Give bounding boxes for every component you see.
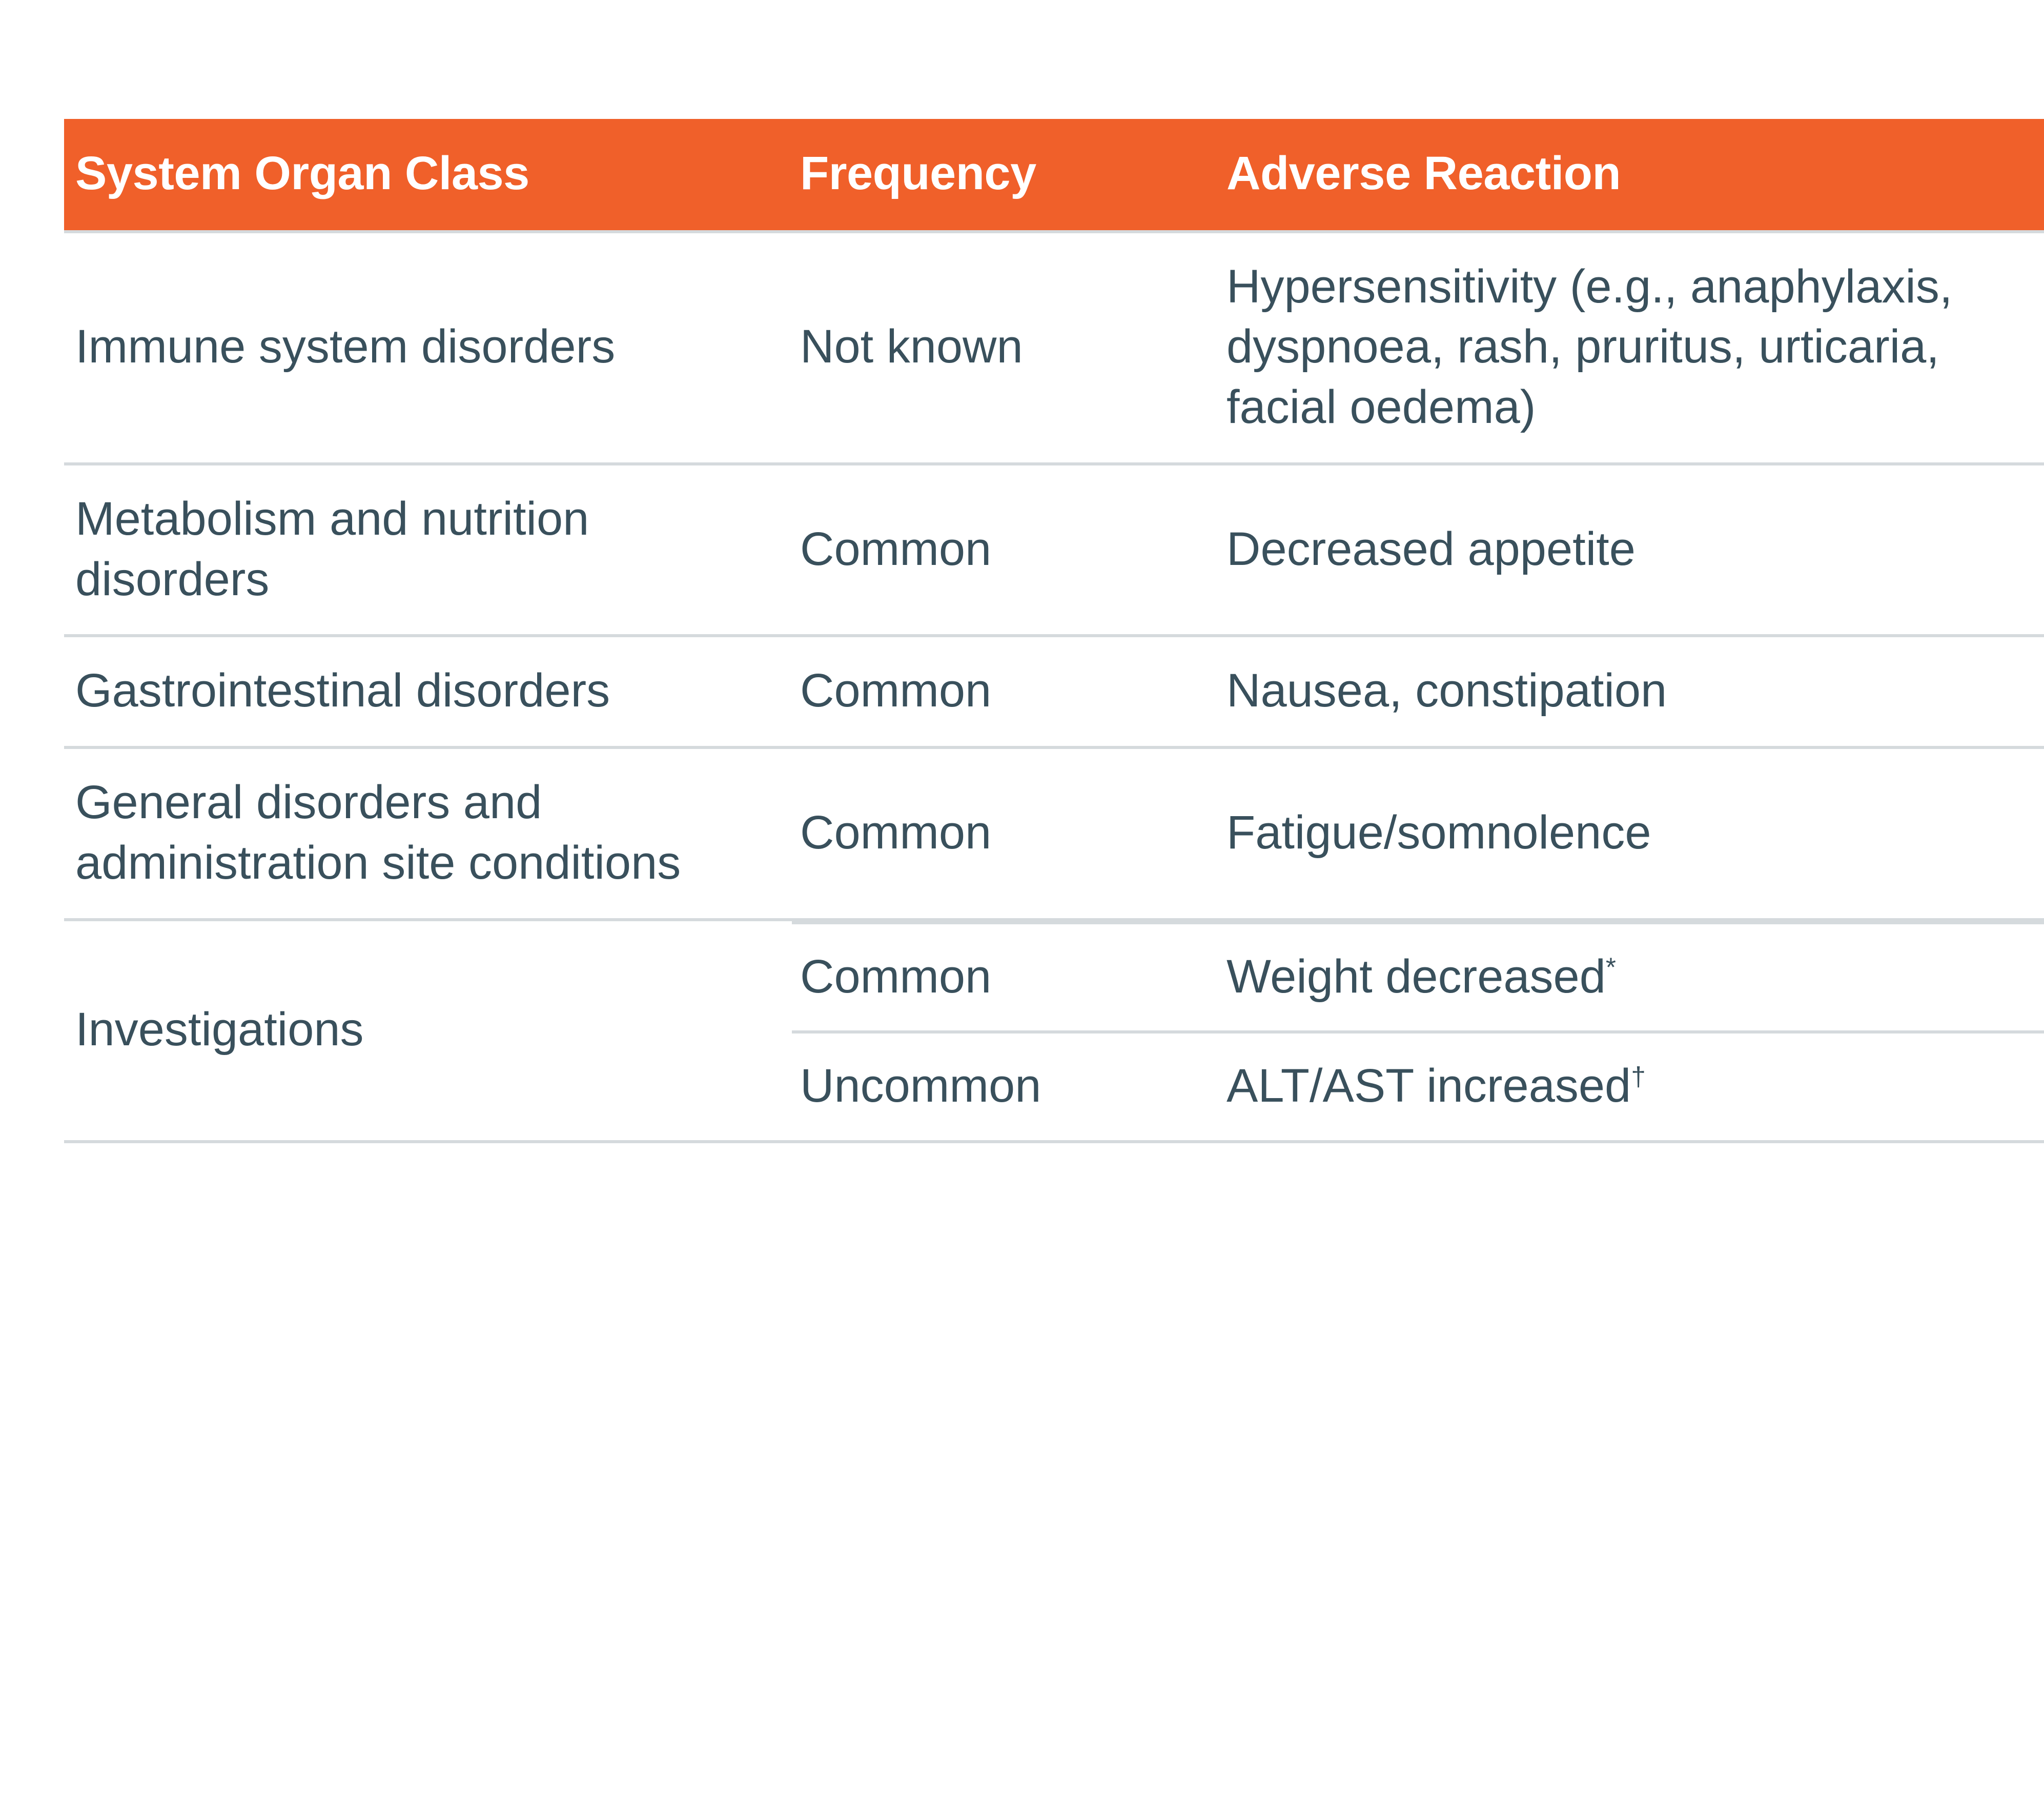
cell-adverse-reaction: Nausea, constipation <box>1217 634 2044 748</box>
table-subrow: Common Weight decreased* <box>792 921 2044 1032</box>
table-row: General disorders and administration sit… <box>64 746 2044 920</box>
cell-adverse-reaction: Weight decreased* <box>1217 921 2044 1032</box>
adverse-reactions-table: System Organ Class Frequency Adverse Rea… <box>64 119 2044 1141</box>
grouped-subrows-container: Common Weight decreased* Uncommon ALT/AS… <box>792 918 2044 1141</box>
cell-frequency: Common <box>792 746 1217 920</box>
adverse-reaction-text: Weight decreased <box>1227 950 1606 1003</box>
cell-frequency: Uncommon <box>792 1030 1217 1141</box>
footnote-marker-asterisk: * <box>1605 951 1616 982</box>
column-header-system-organ-class: System Organ Class <box>64 119 792 232</box>
table-row: Immune system disorders Not known Hypers… <box>64 230 2044 464</box>
cell-frequency: Common <box>792 634 1217 748</box>
table-row: Gastrointestinal disorders Common Nausea… <box>64 634 2044 748</box>
column-header-adverse-reaction: Adverse Reaction <box>1217 119 2044 232</box>
adverse-reactions-table-container: System Organ Class Frequency Adverse Rea… <box>64 119 2044 1144</box>
cell-frequency: Not known <box>792 230 1217 464</box>
table-header-row: System Organ Class Frequency Adverse Rea… <box>64 119 2044 232</box>
investigations-subtable: Common Weight decreased* Uncommon ALT/AS… <box>792 921 2044 1141</box>
cell-system-organ-class: Immune system disorders <box>64 230 792 464</box>
cell-adverse-reaction: Hypersensitivity (e.g., anaphylaxis, dys… <box>1217 230 2044 464</box>
cell-adverse-reaction: Decreased appetite <box>1217 462 2044 636</box>
cell-system-organ-class: Gastrointestinal disorders <box>64 634 792 748</box>
cell-system-organ-class: Investigations <box>64 918 792 1141</box>
footnote-marker-dagger: † <box>1631 1061 1646 1091</box>
cell-frequency: Common <box>792 462 1217 636</box>
cell-system-organ-class: Metabolism and nutrition disorders <box>64 462 792 636</box>
cell-frequency: Common <box>792 921 1217 1032</box>
table-subrow: Uncommon ALT/AST increased† <box>792 1030 2044 1141</box>
cell-adverse-reaction: Fatigue/somnolence <box>1217 746 2044 920</box>
table-header: System Organ Class Frequency Adverse Rea… <box>64 119 2044 232</box>
table-body: Immune system disorders Not known Hypers… <box>64 230 2044 1141</box>
table-row: Metabolism and nutrition disorders Commo… <box>64 462 2044 636</box>
table-row-grouped-investigations: Investigations Common Weight decreased* <box>64 918 2044 1141</box>
column-header-frequency: Frequency <box>792 119 1217 232</box>
cell-adverse-reaction: ALT/AST increased† <box>1217 1030 2044 1141</box>
table-bottom-rule <box>64 1140 2044 1144</box>
adverse-reaction-text: ALT/AST increased <box>1227 1060 1631 1112</box>
cell-system-organ-class: General disorders and administration sit… <box>64 746 792 920</box>
